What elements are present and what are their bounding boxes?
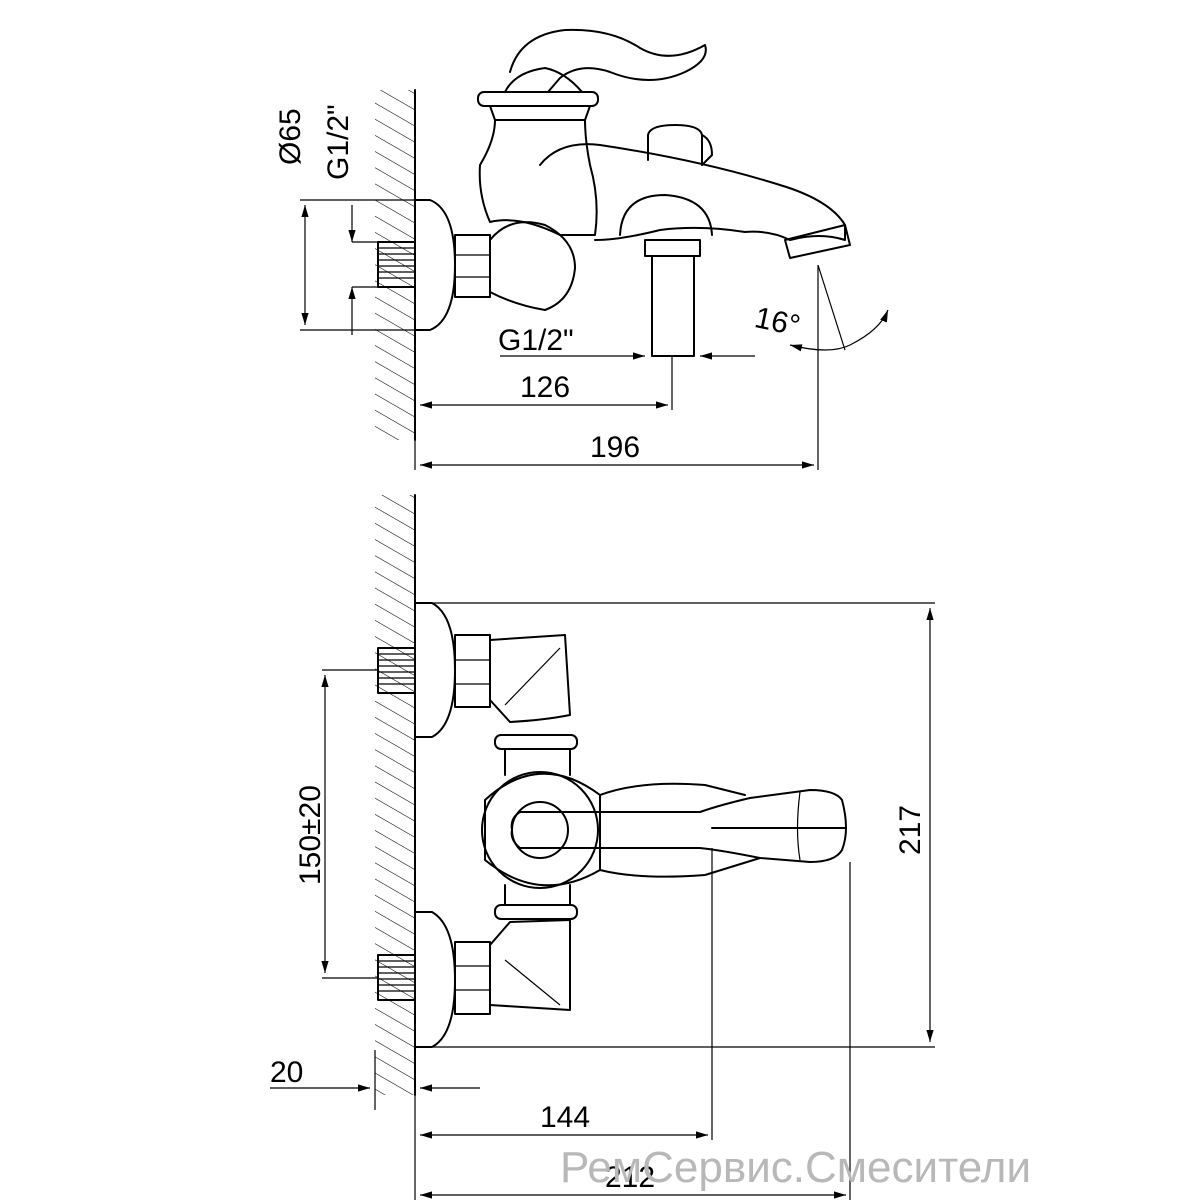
thread-ticks-top <box>378 247 415 279</box>
nut-top <box>454 234 491 298</box>
nut-upper <box>454 634 491 708</box>
nut-lower <box>454 941 491 1015</box>
cap-ring-top <box>477 91 599 107</box>
spout-top <box>539 143 846 241</box>
front-view: 150±20 217 20 144 212 <box>270 494 935 1200</box>
flange-lower <box>414 911 456 1048</box>
label-angle: 16° <box>752 301 803 343</box>
spout-front <box>510 789 847 863</box>
label-196: 196 <box>590 431 640 464</box>
shower-outlet-pipe <box>651 255 695 357</box>
body-ring-upper <box>494 734 578 750</box>
wall-hatch-top <box>375 90 415 440</box>
label-thread-mid: G1/2" <box>498 324 574 357</box>
shower-outlet-dome <box>619 194 713 236</box>
flange-upper <box>414 602 456 738</box>
label-212: 212 <box>605 1161 655 1194</box>
diverter-knob-top <box>647 124 703 166</box>
inlet-thread-top <box>377 241 416 288</box>
cartridge-disc <box>481 771 599 889</box>
lever-hub <box>511 801 569 859</box>
body-ring-lower <box>494 904 578 920</box>
label-150: 150±20 <box>294 785 327 885</box>
eccentric-upper <box>489 634 571 723</box>
flange-top <box>414 199 456 331</box>
label-144: 144 <box>540 1101 590 1134</box>
watermark-text: РемСервис.Смесители <box>560 1143 1031 1192</box>
label-217: 217 <box>894 805 927 855</box>
body-top <box>478 119 598 236</box>
shower-outlet-nut <box>644 239 701 257</box>
top-view: Ø65 G1/2" G1/2" 126 196 16° <box>274 28 889 470</box>
eccentric-lower <box>489 919 571 1011</box>
label-20: 20 <box>270 1056 303 1089</box>
label-thread-top: G1/2" <box>322 104 355 180</box>
aerator-top <box>784 224 851 259</box>
lever-handle-top <box>509 28 707 93</box>
wall-hatch-front <box>375 495 415 1095</box>
label-126: 126 <box>520 371 570 404</box>
cap-dome-top <box>504 67 583 93</box>
label-diameter: Ø65 <box>274 108 307 165</box>
